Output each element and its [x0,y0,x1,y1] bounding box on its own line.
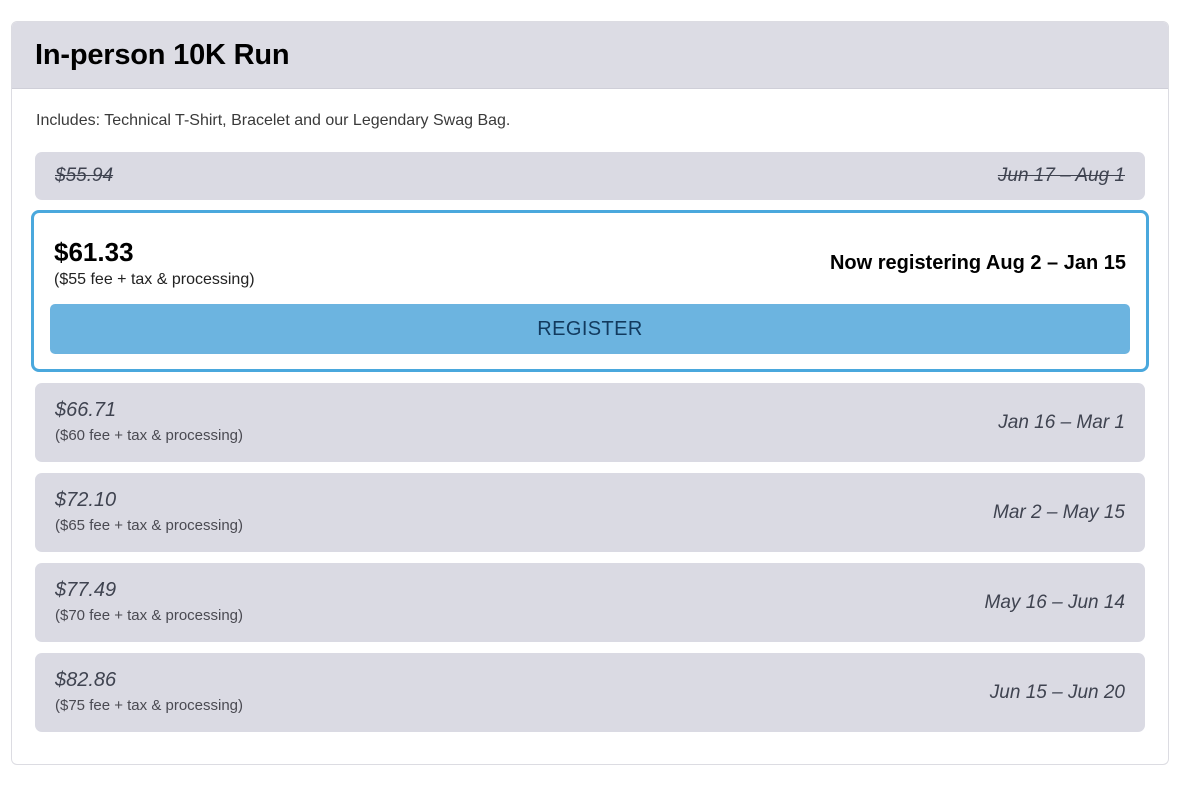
pricing-tier-expired: $55.94 Jun 17 – Aug 1 [35,152,1145,200]
tier-fee-breakdown: ($55 fee + tax & processing) [54,270,255,288]
tier-price-group: $55.94 [55,164,113,188]
tier-price: $66.71 [55,399,117,422]
tier-price: $82.86 [55,669,117,692]
pricing-tier-upcoming: $77.49 ($70 fee + tax & processing) May … [35,563,1145,642]
tier-price: $77.49 [55,579,117,602]
includes-description: Includes: Technical T-Shirt, Bracelet an… [36,112,511,129]
pricing-tier-upcoming: $82.86 ($75 fee + tax & processing) Jun … [35,653,1145,732]
page-title: In-person 10K Run [35,38,290,71]
tier-price-group: $61.33 ($55 fee + tax & processing) [54,237,255,289]
tier-price-group: $72.10 ($65 fee + tax & processing) [55,488,243,537]
tier-date-range: Now registering Aug 2 – Jan 15 [829,252,1126,274]
tier-price: $55.94 [55,165,114,187]
tier-fee-breakdown: ($75 fee + tax & processing) [55,697,244,715]
tier-fee-breakdown: ($70 fee + tax & processing) [55,607,244,625]
pricing-tier-upcoming: $66.71 ($60 fee + tax & processing) Jan … [35,383,1145,462]
register-button[interactable]: REGISTER [50,304,1130,354]
tier-fee-breakdown: ($65 fee + tax & processing) [55,517,244,535]
tier-fee-breakdown: ($60 fee + tax & processing) [55,427,244,445]
tier-price: $72.10 [55,489,117,512]
registration-card: In-person 10K Run Includes: Technical T-… [11,21,1169,765]
tier-price-group: $82.86 ($75 fee + tax & processing) [55,668,243,717]
active-tier-summary: $61.33 ($55 fee + tax & processing) Now … [50,227,1130,300]
tier-price-group: $77.49 ($70 fee + tax & processing) [55,578,243,627]
pricing-tier-upcoming: $72.10 ($65 fee + tax & processing) Mar … [35,473,1145,552]
tier-date-range: Jan 16 – Mar 1 [998,411,1125,433]
tier-date-range: May 16 – Jun 14 [984,591,1125,613]
card-header: In-person 10K Run [12,22,1168,89]
tier-date-range: Jun 15 – Jun 20 [989,681,1125,703]
pricing-tier-active[interactable]: $61.33 ($55 fee + tax & processing) Now … [31,210,1149,372]
tier-date-range: Jun 17 – Aug 1 [997,165,1125,186]
tier-price: $61.33 [54,237,134,268]
tier-price-group: $66.71 ($60 fee + tax & processing) [55,398,243,447]
tier-date-range: Mar 2 – May 15 [993,501,1125,523]
card-body: Includes: Technical T-Shirt, Bracelet an… [12,89,1168,732]
